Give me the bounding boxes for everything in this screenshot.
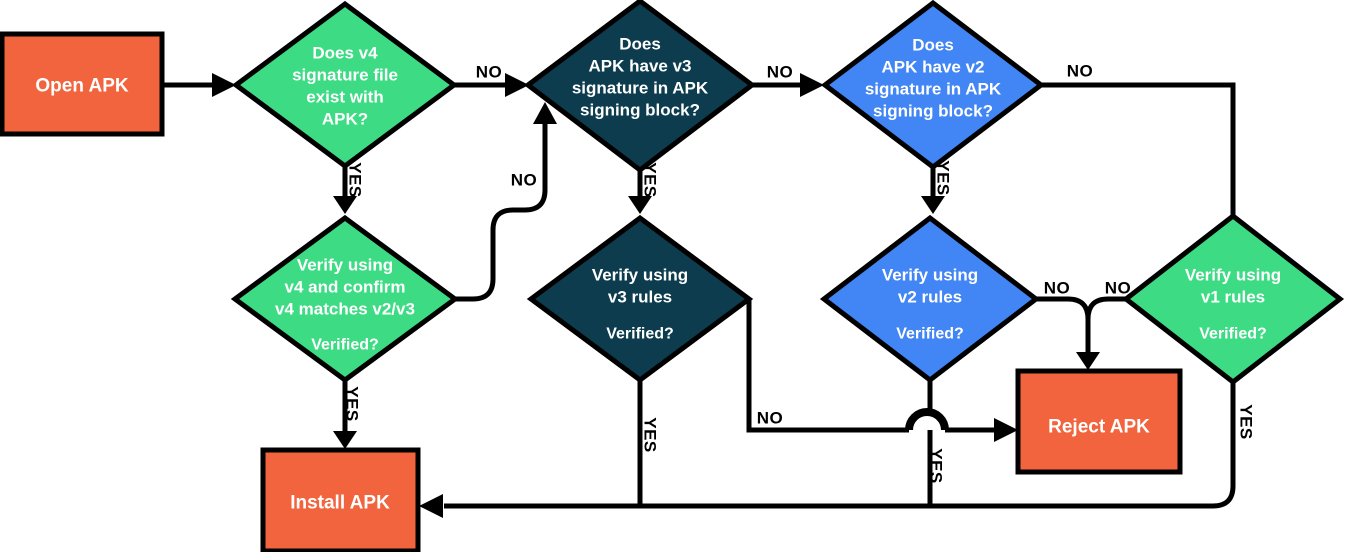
edge-verifyv4-yes-to-install [333,380,357,449]
edge-open-to-qv4 [162,73,236,97]
arrowhead-left-icon [419,494,443,518]
node-label-line: v3 rules [608,288,672,307]
edges [162,73,1236,518]
node-label-line: v2 rules [898,288,962,307]
node-label-line: APK? [322,110,368,129]
edge-verifyv2-verifyv1-no-to-reject [1036,296,1126,370]
arrowhead-right-icon [800,73,824,97]
node-label-line: Verify using [297,256,393,275]
node-label: Open APK [35,76,129,97]
arrowhead-down-icon [1076,352,1100,370]
arrowhead-up-icon [533,102,557,124]
node-label-line: Verify using [592,266,688,285]
node-label-line: v4 matches v2/v3 [275,300,415,319]
decision-diamond [1121,212,1345,386]
edge-label-yes: YES [934,160,953,196]
node-verify-v2: Verify using v2 rules Verified? [819,214,1041,384]
node-verified-question: Verified? [311,337,379,354]
decision-diamond [230,214,460,384]
node-question-v4-exists: Does v4 signature file exist with APK? [231,0,459,170]
edge-qv3-yes-to-verifyv3 [628,170,652,214]
arrowhead-down-icon [333,431,357,449]
edge-qv2-yes-to-verifyv2 [921,167,945,214]
node-question-v2-signature: Does APK have v2 signature in APK signin… [820,0,1046,171]
node-verified-question: Verified? [896,326,964,343]
edge-label-no: NO [767,63,794,82]
node-label-line: Does [619,35,661,54]
node-label: Reject APK [1048,417,1150,438]
edge-line [1041,82,1236,215]
edge-verifyv3-no-to-reject [746,299,1018,442]
node-reject-apk: Reject APK [1015,368,1183,475]
node-label-line: APK have v3 [589,57,692,76]
arrowhead-down-icon [333,196,357,214]
process-box [260,447,421,552]
node-label-line: Does [912,36,954,55]
node-verify-v1: Verify using v1 rules Verified? [1121,212,1345,386]
arrowhead-down-icon [921,196,945,214]
arrowhead-down-icon [628,196,652,214]
node-label-line: Verify using [1185,266,1281,285]
node-label-line: signing block? [873,102,993,121]
node-label-line: v4 and confirm [285,278,406,297]
node-label: Install APK [290,493,390,514]
edge-line [455,124,548,302]
edge-line [1085,296,1126,320]
node-label-line: signature in APK [865,80,1002,99]
process-box [0,31,165,137]
arrowhead-right-icon [212,73,236,97]
edge-label-yes: YES [346,162,365,198]
edge-label-no: NO [1067,62,1094,81]
node-label-line: Verify using [882,266,978,285]
arrowhead-right-icon [505,73,529,97]
edge-qv4-no-to-qv3 [454,73,529,97]
edge-line [444,382,1236,509]
edge-qv2-no-to-verifyv1 [1041,82,1236,215]
decision-diamond [820,0,1046,171]
edge-qv3-no-to-qv2 [752,73,824,97]
node-question-v3-signature: Does APK have v3 signature in APK signin… [523,0,757,174]
decision-diamond [819,214,1041,384]
arrowhead-right-icon [994,418,1018,442]
node-label-line: signing block? [580,101,700,120]
decision-diamond [526,214,754,384]
edge-label-yes: YES [927,448,946,484]
edge-label-yes: YES [343,386,362,422]
edge-verifyv4-no-to-qv3 [455,102,557,302]
process-box [1015,368,1183,475]
edge-yes-collector-to-install [419,382,1236,518]
edge-label-no: NO [476,63,503,82]
node-open-apk: Open APK [0,31,165,137]
line-hop-bridge-icon [905,408,949,431]
edge-label-no: NO [1044,279,1071,298]
node-verified-question: Verified? [1199,326,1267,343]
edge-label-no: NO [1105,279,1132,298]
node-label-line: signature in APK [572,79,709,98]
decision-diamond [231,0,459,170]
node-label-line: APK have v2 [882,58,985,77]
node-verified-question: Verified? [606,326,674,343]
edge-label-no: NO [511,171,538,190]
node-verify-v3: Verify using v3 rules Verified? [526,214,754,384]
node-verify-v4: Verify using v4 and confirm v4 matches v… [230,214,460,384]
edge-label-yes: YES [1237,404,1256,440]
edge-line [746,299,909,433]
edge-label-yes: YES [641,162,660,198]
edge-line [1036,296,1091,354]
decision-diamond [523,0,757,174]
edge-labels: NO NO NO NO NO NO NO YES YES YES YES YES… [343,62,1256,484]
node-label-line: v1 rules [1201,288,1265,307]
node-label-line: exist with [306,88,383,107]
node-label-line: signature file [292,66,398,85]
edge-label-no: NO [757,409,784,428]
node-install-apk: Install APK [260,447,421,552]
edge-label-yes: YES [641,417,660,453]
node-label-line: Does v4 [312,44,378,63]
